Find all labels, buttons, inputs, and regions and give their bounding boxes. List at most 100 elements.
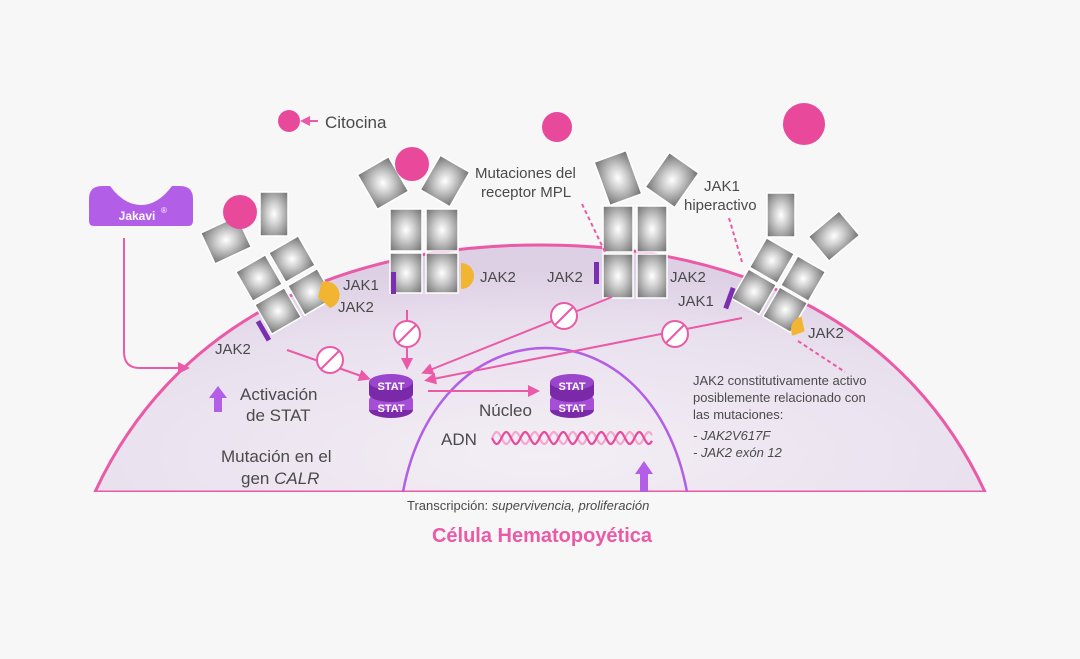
jak2-cap [461,263,474,289]
activation-up-arrow [209,386,227,412]
legend: Citocina [278,110,387,132]
cytokine-legend-icon [278,110,300,132]
legend-cytokine-label: Citocina [325,113,387,132]
activation-line2: de STAT [246,406,311,425]
receptor-domain [593,149,643,207]
stat-dimer-nucleus: STAT STAT [550,374,594,418]
pointer-constitutive [797,340,846,373]
label-jak2-r1: JAK2 [547,269,583,286]
pointer-lines [581,203,846,373]
dna-strand [491,430,653,446]
label-jak2-mid: JAK2 [480,269,516,286]
calr-italic: CALR [274,469,319,488]
receptor-mpl-arm1 [593,149,643,207]
calr-line1: Mutación en el [221,447,332,466]
receptor-domain [267,234,317,284]
signal-arrows [286,296,743,397]
receptor-domain [602,205,634,253]
labels: JAK1 JAK2 JAK2 JAK2 JAK2 JAK2 JAK1 JAK2 … [215,165,844,358]
receptor-domain [259,191,289,237]
receptor-left [234,234,336,336]
jak2-bar [255,319,272,342]
transcription-up-arrow [635,461,653,492]
cytokine [395,147,429,181]
inhibitors [316,302,689,374]
transcription: Transcripción: supervivencia, proliferac… [407,498,649,513]
constitutive-line2: posiblemente relacionado con [693,390,866,405]
receptor-left-arm2 [259,191,289,237]
dna-helix [491,430,653,446]
inhibitor-symbol [393,320,421,348]
label-jak2-r2: JAK2 [670,269,706,286]
label-jak2-left2: JAK2 [338,299,374,316]
transcription-italic: supervivencia, proliferación [492,498,650,513]
receptor-domain [253,286,303,336]
receptor-domain [234,253,284,303]
receptor-domain [766,192,796,238]
receptor-mpl-arm2 [644,151,700,209]
stat-label-top: STAT [377,381,404,393]
calr-block: Mutación en el gen CALR [221,447,332,488]
constitutive-item1: - JAK2V617F [693,428,771,443]
inhibitor-symbol [550,302,578,330]
label-jak1-left: JAK1 [343,277,379,294]
calr-prefix: gen [241,469,274,488]
receptor-domain [425,208,459,252]
cytokine [223,195,257,229]
nucleus-label: Núcleo [479,401,532,420]
cytokine [542,112,572,142]
jak2-cap [791,316,805,336]
receptor-domain [779,254,827,303]
receptor-domain [636,205,668,253]
pointer-jak1-hyper [728,217,743,263]
jak2-bar [723,286,736,310]
label-jak1-hyper-1: JAK1 [704,178,740,195]
jakavi-path [123,238,190,374]
receptor-domain [389,208,423,252]
calr-line2: gen CALR [241,469,319,488]
stat-label-bottom: STAT [558,403,585,415]
transcription-prefix: Transcripción: [407,498,492,513]
label-mpl-2: receptor MPL [481,184,571,201]
inhibitor-symbol [316,346,344,374]
label-jak1-hyper-2: hiperactivo [684,197,757,214]
receptor-right-arm2 [807,209,861,263]
activation: Activación de STAT [209,385,317,425]
constitutive-item2: - JAK2 exón 12 [693,445,783,460]
arrow-right-to-stat [424,317,743,385]
arrow-mpl-to-stat [421,296,613,375]
receptor-domain [602,253,634,299]
dna-label: ADN [441,430,477,449]
receptor-domain [425,252,459,294]
receptor-mid-arm2 [419,154,471,208]
cell-title: Célula Hematopoyética [432,525,653,547]
jak2-bar [594,262,599,284]
constitutive-line3: las mutaciones: [693,407,783,422]
activation-line1: Activación [240,385,317,404]
receptors [199,147,861,336]
receptor-domain [636,253,668,299]
jakavi-label: Jakavi [119,209,156,223]
constitutive-line1: JAK2 constitutivamente activo [693,373,866,388]
constitutive-note: JAK2 constitutivamente activo posiblemen… [693,373,866,460]
nucleus [401,346,689,493]
receptor-mpl [602,205,668,299]
jakavi-mark: ® [161,206,167,215]
receptor-domain [730,267,778,316]
cytokine [783,103,825,145]
receptor-right-arm1 [766,192,796,238]
stat-label-bottom: STAT [377,403,404,415]
stat-dimer-cytoplasm: STAT STAT [369,374,413,418]
label-jak2-far-left: JAK2 [215,341,251,358]
label-mpl-1: Mutaciones del [475,165,576,182]
receptor-domain [644,151,700,209]
jak2-cap [318,281,340,308]
inhibitor-symbol [661,320,689,348]
jakavi-badge: Jakavi ® [89,186,193,226]
receptor-domain [748,236,796,285]
stat-label-top: STAT [558,381,585,393]
pointer-mpl [581,203,606,253]
receptor-domain [419,154,471,208]
